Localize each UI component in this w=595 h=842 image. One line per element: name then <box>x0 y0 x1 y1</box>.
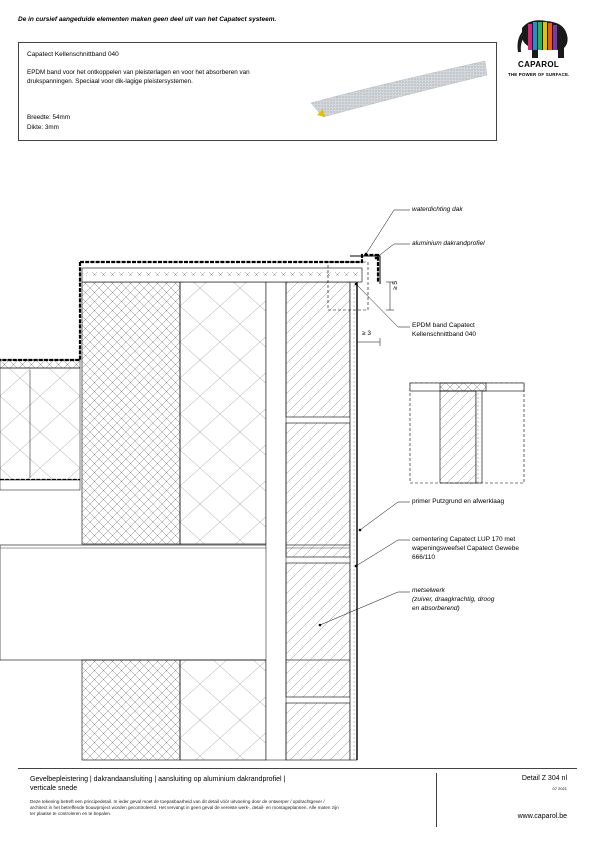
insulation <box>179 281 267 545</box>
tape-product-image <box>310 60 488 118</box>
dim-horizontal: ≥ 3 <box>362 330 371 337</box>
dim-vertical: ≥ 5 <box>392 281 399 290</box>
cavity <box>265 281 287 761</box>
label-cement-1: cementering Capatect LUP 170 met <box>412 536 516 543</box>
label-masonry-2: (zuiver, draagkrachtig, droog <box>412 596 495 603</box>
leader-lines <box>319 209 410 626</box>
product-info-box: Capatect Kellenschnittband 040 EPDM band… <box>18 42 497 141</box>
concrete-wall <box>81 281 181 545</box>
disclaimer-1: Deze tekening betreft een principedetail… <box>30 799 325 804</box>
detail-callout-box <box>327 261 369 311</box>
label-primer: primer Putzgrund en afwerklaag <box>412 498 505 505</box>
detail-date: 07 2021 <box>552 786 567 791</box>
enlarged-detail <box>409 382 525 484</box>
label-cement-3: 666/110 <box>412 554 436 561</box>
title-line-1: Gevelbepleistering | dakrandaansluiting … <box>30 776 286 783</box>
website-link[interactable]: www.caparol.be <box>517 813 567 820</box>
disclaimer-3: ter plaatse te controleren en te bepalen… <box>30 811 112 816</box>
label-waterproofing: waterdichting dak <box>412 206 463 213</box>
label-masonry-1: metselwerk <box>412 587 445 594</box>
header-note: De in cursief aangeduide elementen maken… <box>18 16 277 23</box>
label-roof-edge-profile: aluminium dakrandprofiel <box>412 240 485 247</box>
detail-code: Detail Z 304 nl <box>521 775 567 782</box>
logo-tagline: THE POWER OF SURFACE. <box>508 72 570 77</box>
product-description: EPDM band voor het ontkoppelen van pleis… <box>27 69 250 85</box>
masonry-blocks <box>285 281 351 761</box>
label-masonry-3: en absorberend) <box>412 605 460 612</box>
caparol-logo: CAPAROL THE POWER OF SURFACE. <box>508 18 580 80</box>
label-epdm-band-1: EPDM band Capatect <box>412 322 475 329</box>
title-block: Gevelbepleistering | dakrandaansluiting … <box>18 768 577 827</box>
elephant-logo-icon <box>517 20 568 58</box>
dimension-lines <box>356 281 394 346</box>
title-line-2: verticale snede <box>30 785 78 792</box>
logo-brand: CAPAROL <box>518 60 560 69</box>
plaster-layer <box>349 281 358 761</box>
label-cement-2: wapeningsweefsel Capatect Gewebe <box>412 545 519 552</box>
product-title: Capatect Kellenschnittband 040 <box>27 51 119 58</box>
label-epdm-band-2: Kellenschnittband 040 <box>412 331 476 338</box>
product-width: Breedte: 54mm <box>27 114 71 121</box>
disclaimer-2: architect in het betreffende bouwproject… <box>30 805 339 810</box>
product-thickness: Dikte: 3mm <box>27 124 59 131</box>
window-frame <box>0 359 81 491</box>
